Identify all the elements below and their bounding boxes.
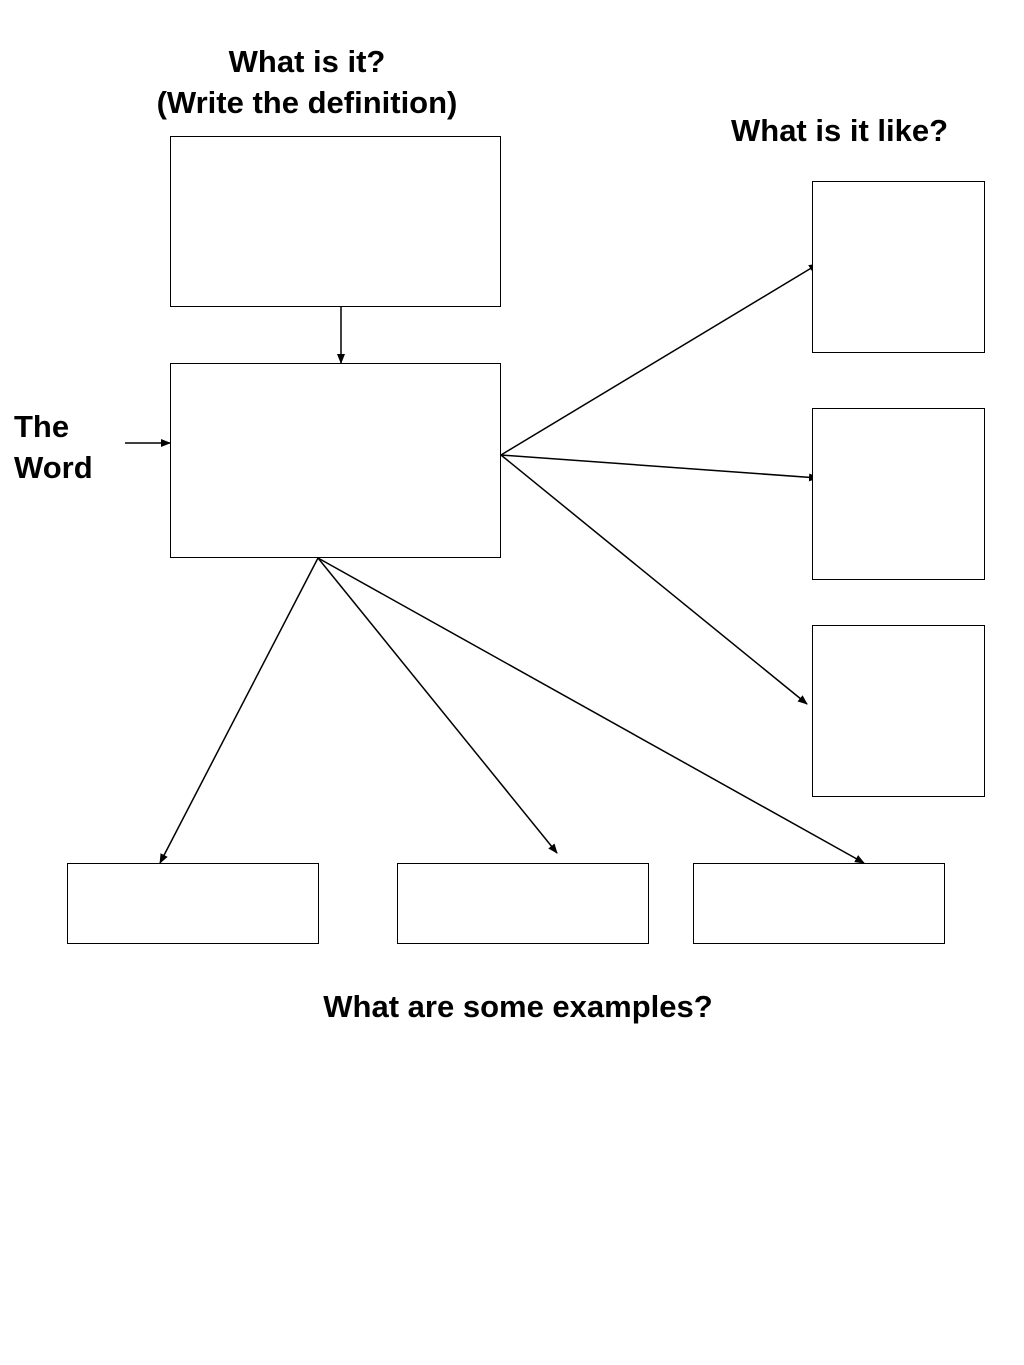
definition-box[interactable] [170, 136, 501, 307]
arrow-word-to-property-3 [500, 454, 808, 705]
word-box[interactable] [170, 363, 501, 558]
word-label-line1: The [14, 409, 70, 444]
example-box-1[interactable] [67, 863, 319, 944]
definition-title-line2: (Write the definition) [156, 85, 458, 120]
property-box-2[interactable] [812, 408, 985, 580]
arrow-word-to-property-1 [500, 263, 819, 456]
example-box-2[interactable] [397, 863, 649, 944]
arrow-word-to-example-3 [317, 557, 865, 864]
word-label-line2: Word [14, 450, 93, 485]
arrow-word-to-example-1 [159, 557, 319, 864]
definition-title-line1: What is it? [228, 44, 386, 79]
property-box-3[interactable] [812, 625, 985, 797]
arrow-word-to-property-2 [500, 454, 819, 482]
arrow-word-to-example-2 [317, 557, 558, 854]
examples-title: What are some examples? [323, 989, 713, 1024]
properties-title: What is it like? [731, 113, 949, 148]
property-box-1[interactable] [812, 181, 985, 353]
example-box-3[interactable] [693, 863, 945, 944]
